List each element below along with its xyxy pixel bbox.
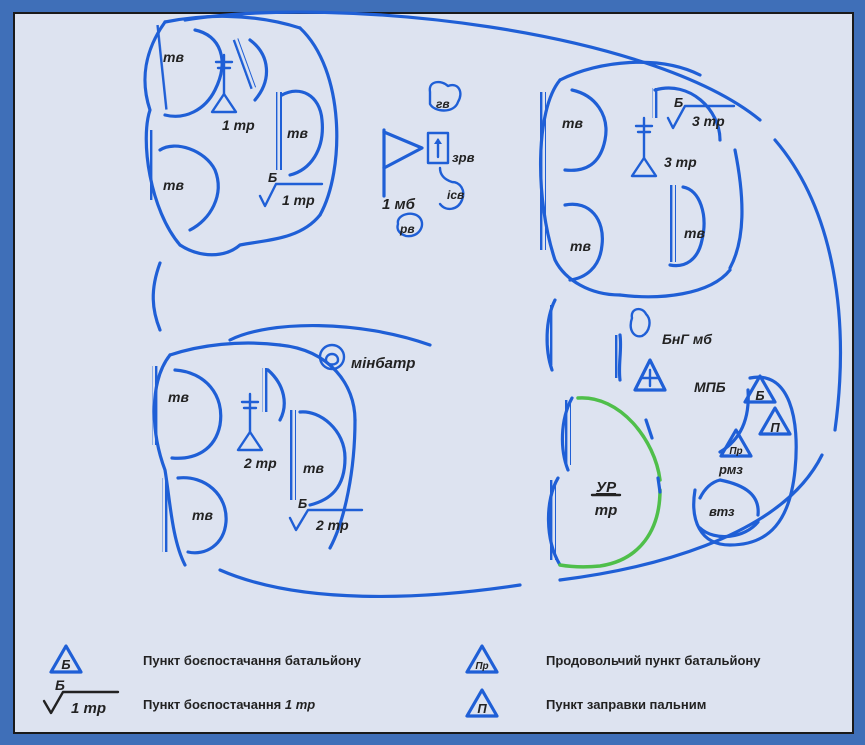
rear-area: БнГ мб УР тр МПБ Б П [545, 298, 798, 569]
bng-label: БнГ мб [662, 331, 712, 347]
legend-fuel-point-icon: П [465, 688, 499, 718]
rmz-label: рмз [718, 462, 743, 477]
company-3-post-label: 3 тр [664, 154, 697, 170]
isv-unit-icon [438, 166, 465, 211]
legend-company-supply-text: Пункт боєпостачання 1 тр [143, 697, 315, 712]
company-3-area: тв тв тв 3 тр Б 3 тр [539, 60, 744, 299]
isv-label: ісв [447, 188, 464, 202]
company-supply-point-icon: Б [258, 170, 324, 208]
rv-label: рв [399, 222, 415, 236]
svg-text:Пр: Пр [729, 446, 742, 457]
svg-text:Пр: Пр [475, 661, 488, 672]
legend-food-point-text: Продовольчий пункт батальйону [546, 653, 761, 668]
fuel-point-icon: П [758, 406, 792, 436]
ur-boundary-line [576, 396, 662, 482]
legend-fuel-point-text: Пункт заправки пальним [546, 697, 706, 712]
diagram-border [13, 12, 854, 734]
svg-text:Б: Б [61, 657, 70, 672]
svg-text:Б: Б [755, 388, 764, 403]
battalion-area-boundary [151, 10, 842, 599]
company-1-tv-label-b: тв [163, 177, 184, 193]
battalion-label: 1 мб [382, 196, 416, 213]
ur-sub-label: тр [595, 502, 618, 519]
zrv-label: зрв [452, 150, 475, 165]
company-2-tv-label-b: тв [192, 507, 213, 523]
battalion-headquarters: 1 мб зрв гв ісв рв [382, 80, 475, 238]
vtz-label: втз [709, 504, 735, 519]
svg-text:Б: Б [268, 170, 277, 185]
company-1-tv-label-a: тв [163, 49, 184, 65]
mortar-battery-label: мінбатр [351, 355, 415, 372]
legend: Б Пункт боєпостачання батальйону Б 1 тр … [42, 644, 761, 718]
medical-point-icon [633, 358, 667, 392]
svg-text:П: П [770, 420, 780, 435]
gv-unit-icon [428, 80, 462, 112]
ur-label: УР [596, 479, 617, 496]
mpb-label: МПБ [694, 379, 726, 395]
company-2-supply-label: 2 тр [315, 517, 349, 533]
svg-text:1 тр: 1 тр [71, 700, 106, 717]
zrv-box-icon [426, 131, 450, 165]
supply-point-b-icon: Б [743, 374, 777, 404]
company-1-tv-label-c: тв [287, 125, 308, 141]
legend-company-supply-icon: Б 1 тр [42, 677, 120, 717]
command-post-icon [210, 53, 238, 114]
svg-text:Б: Б [674, 95, 683, 110]
food-point-icon: Пр [719, 428, 753, 458]
company-2-area: тв тв тв 2 тр Б 2 тр мінбатр [152, 323, 432, 567]
command-post-icon [236, 392, 264, 452]
legend-battalion-supply-text: Пункт боєпостачання батальйону [143, 653, 362, 668]
legend-food-point-icon: Пр [465, 644, 499, 674]
company-3-supply-label: 3 тр [692, 113, 725, 129]
mortar-battery-icon [318, 343, 346, 371]
command-post-icon [630, 116, 658, 178]
diagram-frame [14, 13, 853, 733]
svg-text:П: П [477, 701, 487, 716]
company-supply-point-icon: Б [666, 95, 736, 130]
company-1-supply-label: 1 тр [282, 192, 315, 208]
svg-text:Б: Б [55, 677, 65, 693]
company-1-post-label: 1 тр [222, 117, 255, 133]
company-2-post-label: 2 тр [243, 455, 277, 471]
rv-unit-icon [396, 212, 424, 238]
legend-battalion-supply-icon: Б [49, 644, 83, 674]
svg-text:Б: Б [298, 496, 307, 511]
bng-unit-icon [629, 307, 651, 338]
company-3-tv-label-c: тв [684, 225, 705, 241]
gv-label: гв [436, 97, 450, 111]
company-3-tv-label-a: тв [562, 115, 583, 131]
company-supply-point-icon: Б [288, 496, 364, 532]
company-1-area: тв тв тв 1 тр Б 1 тр [143, 14, 339, 257]
company-2-tv-label-a: тв [168, 389, 189, 405]
company-3-tv-label-b: тв [570, 238, 591, 254]
company-2-tv-label-c: тв [303, 460, 324, 476]
